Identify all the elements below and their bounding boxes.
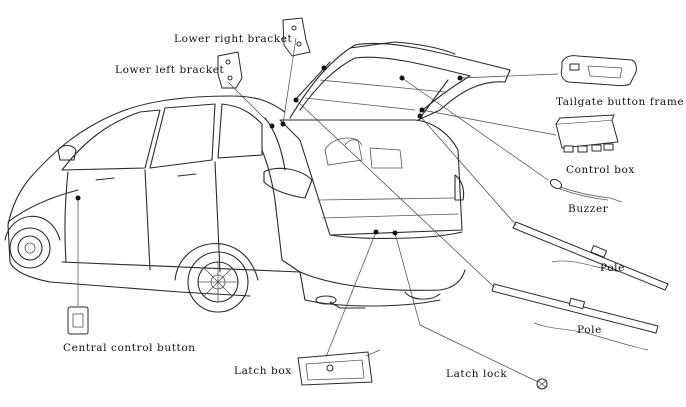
label-latch-lock: Latch lock (446, 368, 508, 380)
latch-lock-part (419, 324, 548, 390)
label-buzzer: Buzzer (568, 203, 609, 215)
lower-left-bracket-part (217, 51, 243, 89)
label-pole-upper: Pole (600, 262, 625, 274)
latch-box-part (297, 349, 381, 386)
label-central-control-button: Central control button (63, 342, 196, 354)
label-pole-lower: Pole (577, 324, 602, 336)
pole-upper-part (512, 221, 669, 291)
central-control-button-part (67, 306, 89, 335)
tailgate-button-frame-part (560, 55, 637, 87)
label-tailgate-button-frame: Tailgate button frame (556, 96, 685, 108)
leader-lines (77, 37, 559, 358)
label-lower-left-bracket: Lower left bracket (115, 64, 225, 76)
control-box-part (555, 114, 619, 153)
pole-mounted-right (419, 79, 449, 119)
car-body (4, 95, 466, 313)
lower-right-bracket-part (282, 17, 311, 57)
label-latch-box: Latch box (234, 365, 292, 377)
connection-dots (75, 65, 463, 236)
pole-lower-part (491, 283, 659, 351)
label-lower-right-bracket: Lower right bracket (174, 33, 293, 45)
buzzer-part (549, 178, 623, 203)
label-control-box: Control box (566, 164, 635, 176)
tailgate (289, 41, 511, 121)
